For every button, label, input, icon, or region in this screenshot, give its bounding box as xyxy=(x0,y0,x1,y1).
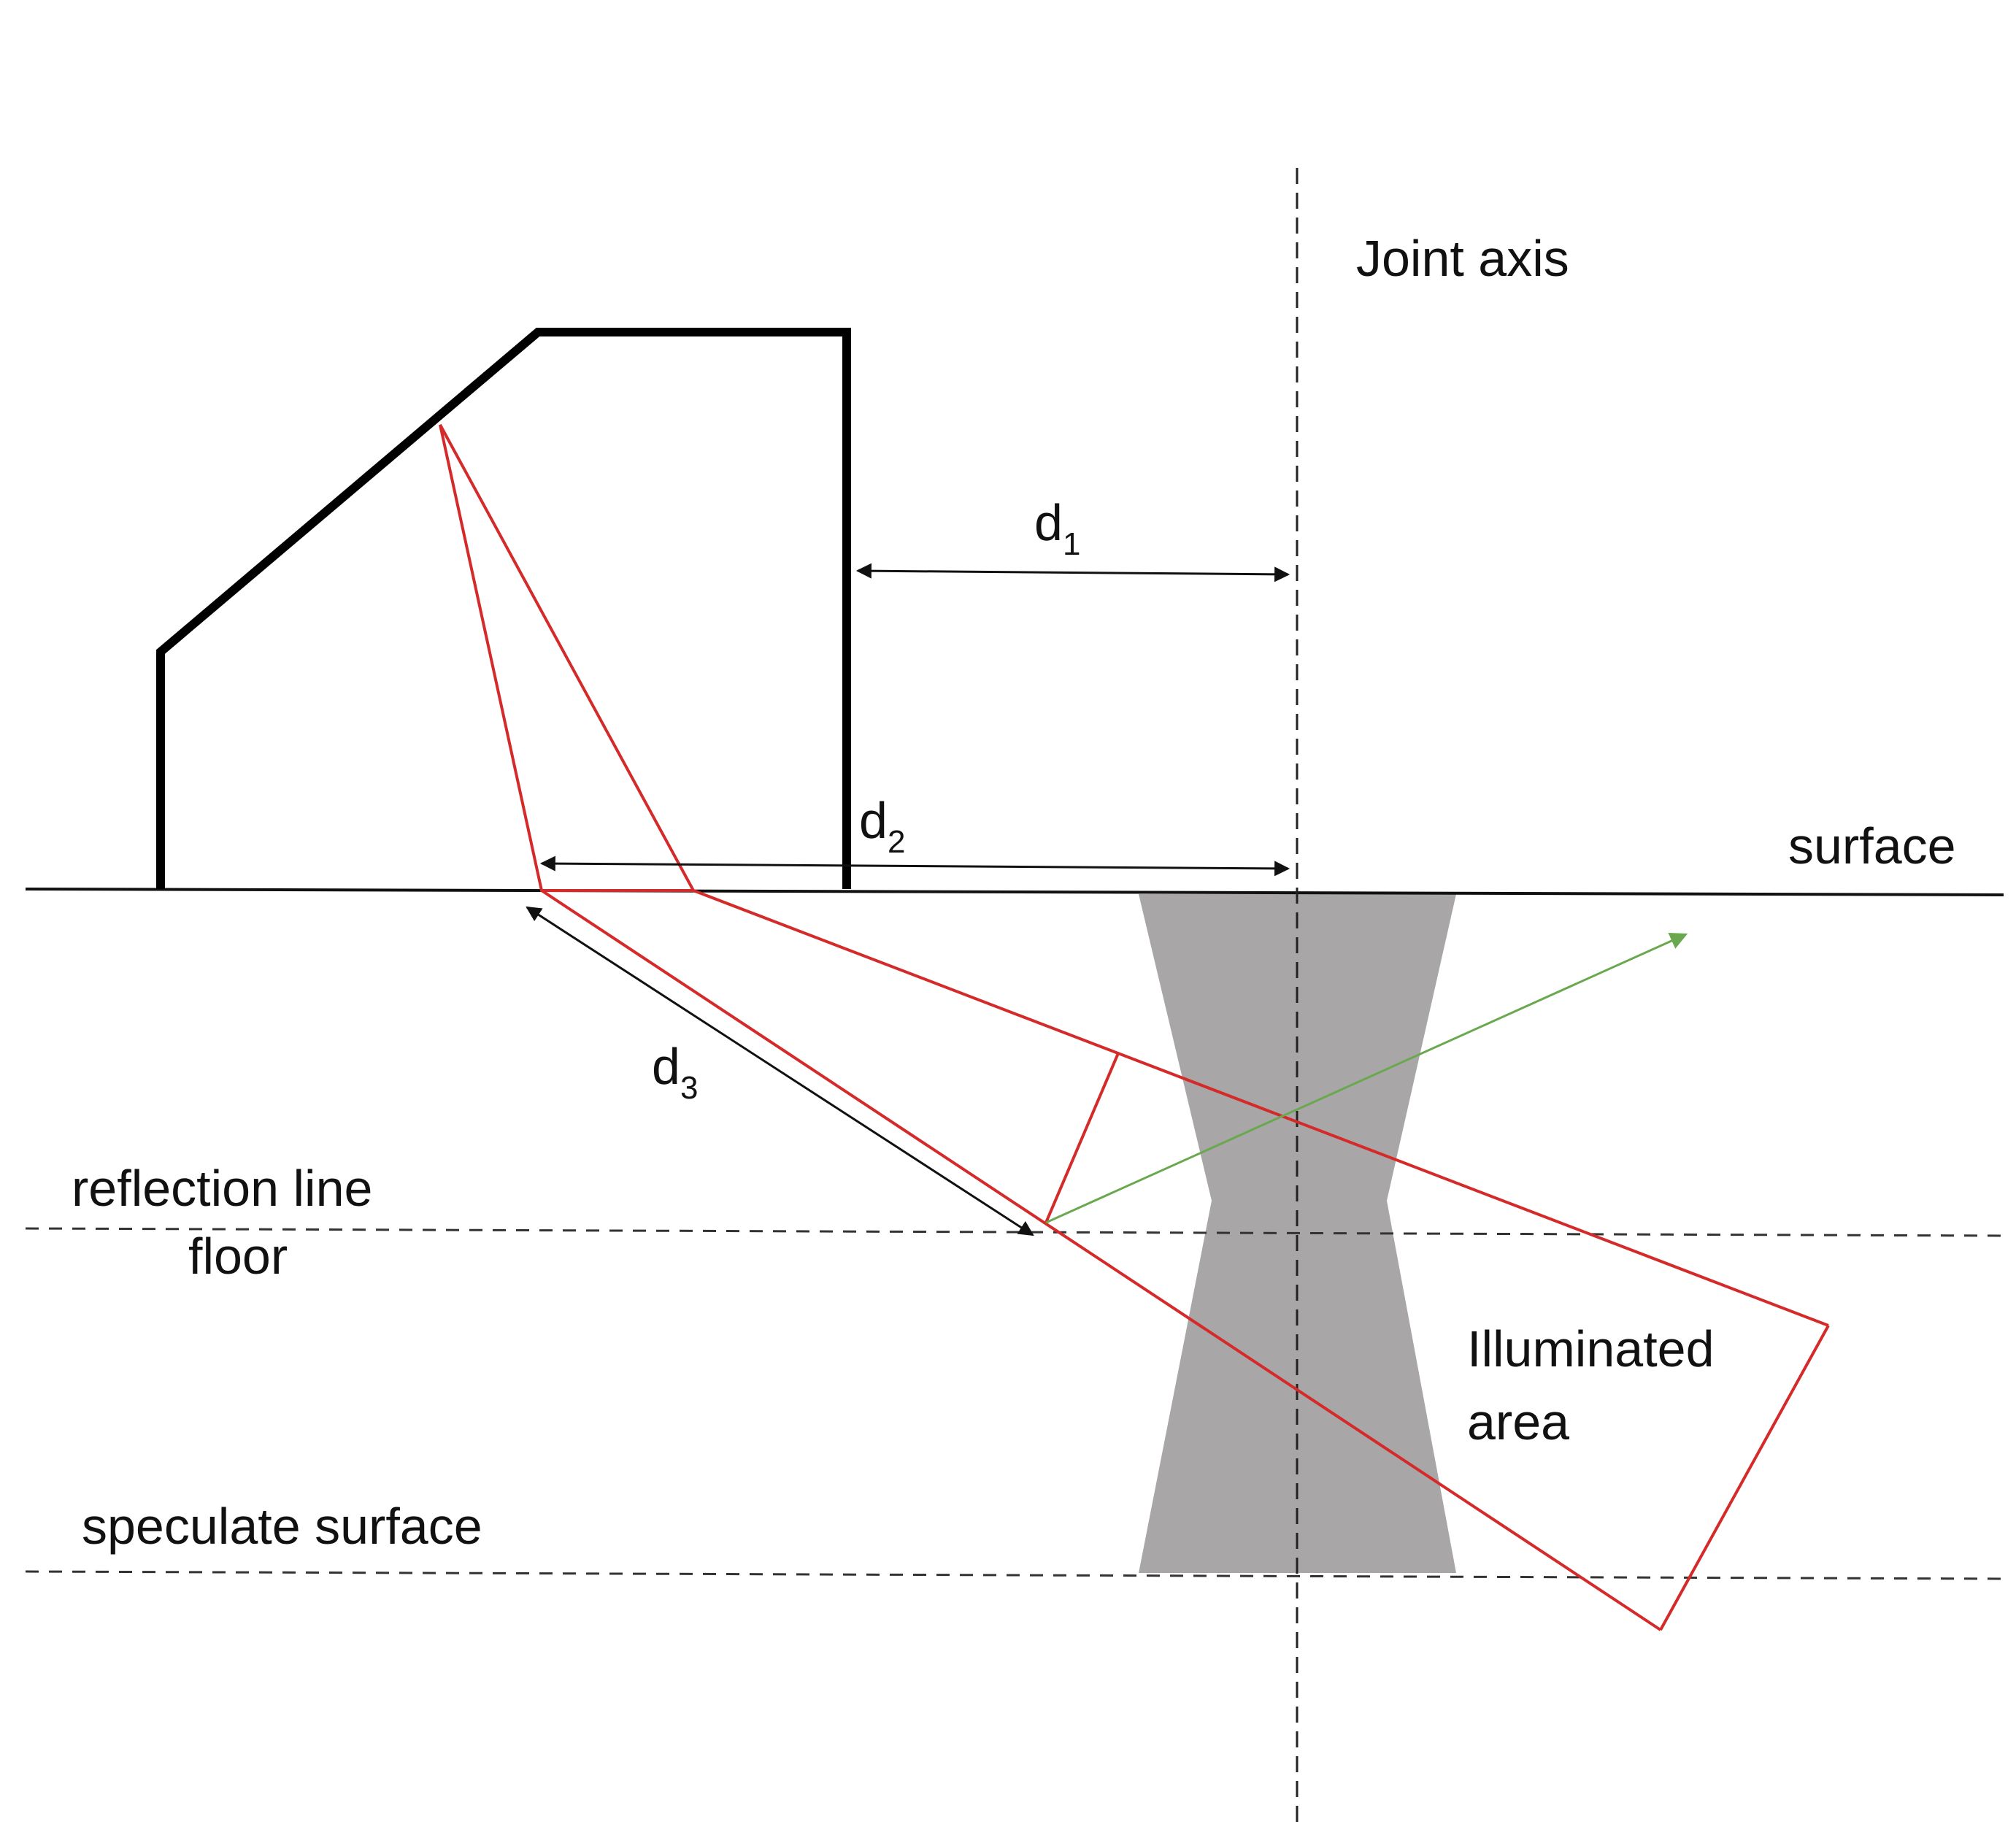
reflection-line-floor xyxy=(25,1227,2004,1237)
beam-far-end xyxy=(1659,1325,1830,1631)
d1-dimension-arrow xyxy=(855,563,1290,582)
beam-near-arc xyxy=(1044,1053,1120,1223)
laser-emitter-triangle xyxy=(439,424,696,892)
surface-label: surface xyxy=(1788,818,1956,874)
sensor-body-outline xyxy=(156,328,851,889)
reflection-line-label: reflection line xyxy=(72,1160,372,1217)
d2-dimension-arrow xyxy=(539,855,1290,877)
d1-label: d1 xyxy=(1034,494,1080,562)
d2-label-base: d xyxy=(859,792,888,849)
d2-label: d2 xyxy=(859,792,905,860)
illuminated-area-label-line2: area xyxy=(1467,1393,1569,1450)
d1-label-subscript: 1 xyxy=(1063,526,1080,562)
speculate-surface-line xyxy=(25,1570,2004,1580)
reflected-ray xyxy=(1045,932,1688,1224)
illuminated-area-label-line1: Illuminated xyxy=(1467,1320,1715,1377)
d3-label-base: d xyxy=(652,1038,680,1095)
d1-label-base: d xyxy=(1034,494,1063,551)
d2-label-subscript: 2 xyxy=(888,824,905,860)
d3-label-subscript: 3 xyxy=(680,1070,698,1106)
d3-dimension-arrow xyxy=(526,906,1034,1236)
d3-label: d3 xyxy=(652,1038,698,1106)
floor-label: floor xyxy=(188,1228,288,1285)
joint-axis-label: Joint axis xyxy=(1356,230,1569,287)
beam-lower-edge xyxy=(540,889,1662,1631)
speculate-surface-label: speculate surface xyxy=(82,1498,482,1555)
surface-line xyxy=(25,888,2004,896)
